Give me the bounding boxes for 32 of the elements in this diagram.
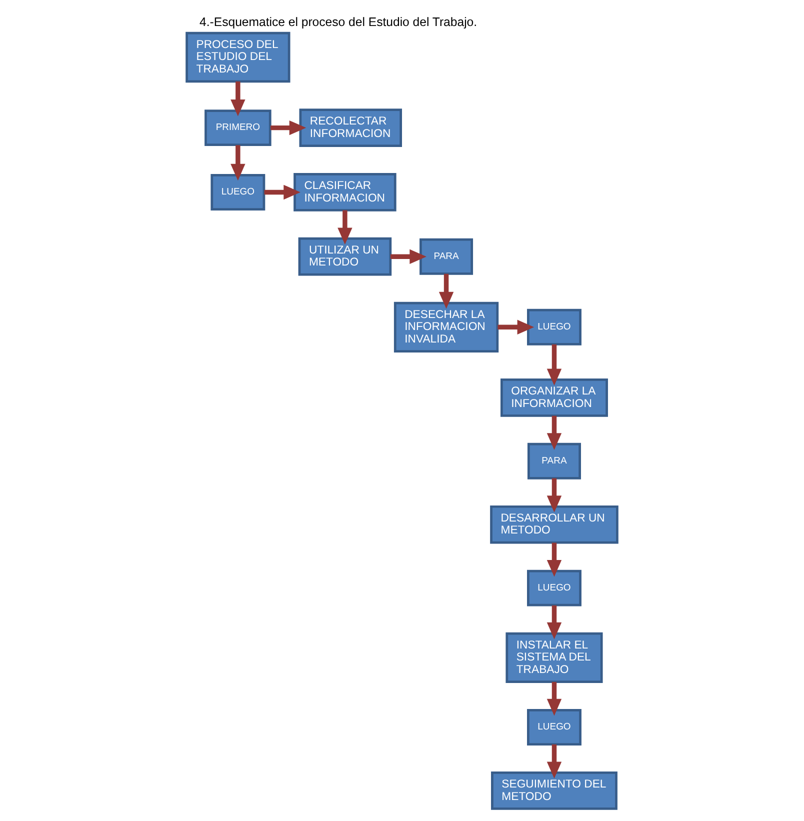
- node-box: PARA: [420, 238, 474, 275]
- arrow: [264, 184, 300, 200]
- arrow: [338, 210, 352, 244]
- node-box: DESARROLLAR UN METODO: [490, 505, 618, 544]
- node-box: LUEGO: [527, 709, 582, 746]
- node-box: UTILIZAR UN METODO: [298, 237, 392, 276]
- node-box: LUEGO: [527, 570, 582, 606]
- node-box: CLASIFICAR INFORMACION: [294, 173, 396, 212]
- arrow: [546, 744, 562, 779]
- arrow: [230, 81, 246, 116]
- node-box: LUEGO: [527, 308, 582, 346]
- node-box: DESECHAR LA INFORMACION INVALIDA: [394, 302, 499, 352]
- diagram-title: 4.-Esquematice el proceso del Estudio del Trabajo.: [200, 14, 478, 29]
- arrow: [546, 478, 562, 512]
- arrow: [438, 274, 454, 309]
- arrow: [546, 605, 562, 640]
- node-box: INSTALAR EL SISTEMA DEL TRABAJO: [506, 632, 603, 683]
- arrow: [390, 249, 426, 264]
- arrow: [546, 542, 562, 577]
- node-box: SEGUIMIENTO DEL METODO: [491, 772, 618, 810]
- node-box: PARA: [527, 442, 581, 480]
- node-box: ORGANIZAR LA INFORMACION: [500, 378, 608, 417]
- arrow: [498, 320, 534, 335]
- arrow: [546, 416, 562, 450]
- node-box: LUEGO: [210, 174, 266, 210]
- arrow: [230, 145, 246, 181]
- arrow: [546, 344, 562, 386]
- node-box: RECOLECTAR INFORMACION: [299, 108, 402, 147]
- arrow: [270, 120, 306, 136]
- node-box: PROCESO DEL ESTUDIO DEL TRABAJO: [186, 32, 290, 83]
- arrow: [546, 682, 562, 716]
- node-box: PRIMERO: [204, 110, 272, 146]
